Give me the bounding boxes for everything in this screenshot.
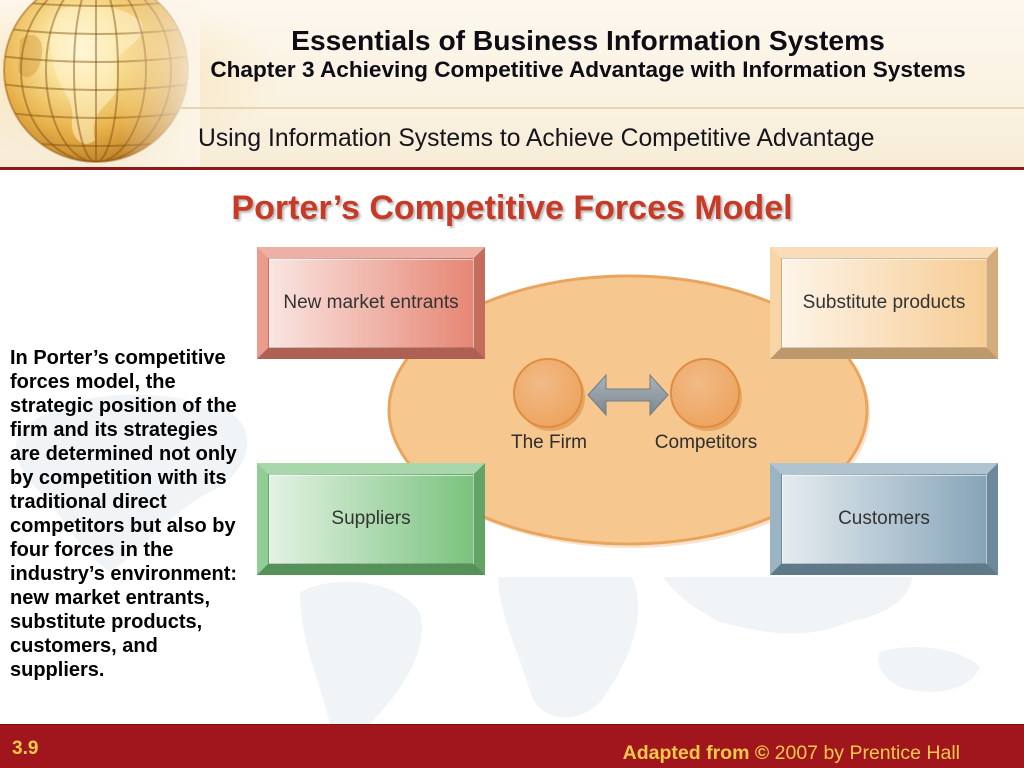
body-paragraph: In Porter’s competitive forces model, th… — [10, 347, 238, 681]
label-suppliers: Suppliers — [331, 508, 411, 529]
copyright-credit: Adapted from © 2007 by Prentice Hall — [623, 742, 960, 764]
firm-circle-highlight — [515, 360, 581, 426]
footer-bar: 3.9 Adapted from © 2007 by Prentice Hall — [0, 724, 1024, 768]
book-title: Essentials of Business Information Syste… — [291, 24, 885, 56]
label-new-market-entrants: New market entrants — [283, 292, 459, 313]
header-divider — [180, 107, 1024, 109]
box-new-market-entrants: New market entrants — [257, 247, 485, 359]
chapter-title: Chapter 3 Achieving Competitive Advantag… — [210, 57, 966, 82]
industry-ellipse — [387, 274, 869, 546]
diagram-shapes — [387, 274, 870, 548]
rivalry-double-arrow — [587, 373, 669, 417]
credit-publisher: 2007 by Prentice Hall — [774, 742, 960, 764]
box-customers-panel: Customers — [781, 474, 987, 564]
box-new-market-entrants-panel: New market entrants — [268, 258, 474, 348]
competitors-circle-highlight — [672, 360, 738, 426]
globe-illustration — [3, 0, 200, 168]
box-suppliers-panel: Suppliers — [268, 474, 474, 564]
porter-forces-diagram: New market entrants Substitute products … — [255, 245, 1000, 577]
label-competitors: Competitors — [654, 432, 758, 453]
label-the-firm: The Firm — [511, 432, 587, 453]
slide-number: 3.9 — [12, 738, 39, 759]
box-substitute-products-panel: Substitute products — [781, 258, 987, 348]
credit-adapted-from: Adapted from © — [622, 742, 770, 764]
slide-header: Essentials of Business Information Syste… — [0, 0, 1024, 168]
label-substitute-products: Substitute products — [802, 292, 966, 313]
label-customers: Customers — [838, 508, 930, 529]
box-suppliers: Suppliers — [257, 463, 485, 575]
section-title: Using Information Systems to Achieve Com… — [198, 125, 875, 152]
box-customers: Customers — [770, 463, 998, 575]
slide-title: Porter’s Competitive Forces Model — [231, 189, 793, 227]
box-substitute-products: Substitute products — [770, 247, 998, 359]
header-red-rule — [0, 167, 1024, 170]
